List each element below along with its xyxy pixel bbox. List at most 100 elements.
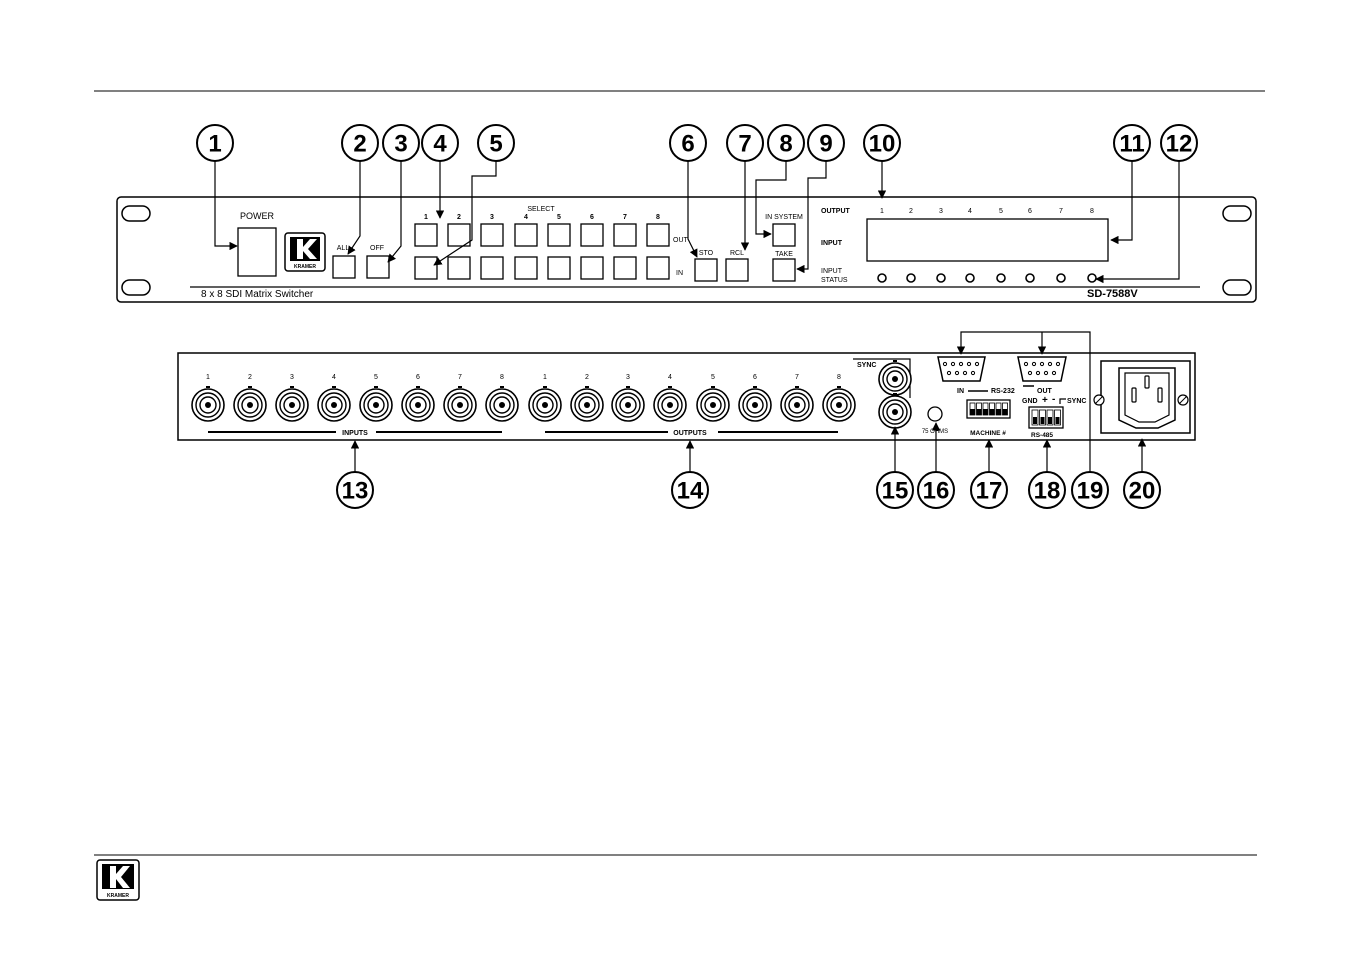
- in-select-button-3[interactable]: [480, 256, 504, 280]
- power-inlet[interactable]: [1093, 360, 1191, 434]
- out-select-button-5[interactable]: [547, 223, 571, 247]
- in-select-button-2[interactable]: [447, 256, 471, 280]
- output-bnc-8[interactable]: [822, 386, 856, 422]
- model-number: SD-7588V: [1087, 288, 1138, 300]
- input-status-led-1: [877, 273, 887, 283]
- out-select-button-6[interactable]: [580, 223, 604, 247]
- sto-button[interactable]: [694, 258, 718, 282]
- rear-output-number-8: 8: [837, 374, 841, 381]
- input-bnc-6[interactable]: [401, 386, 435, 422]
- output-bnc-4[interactable]: [653, 386, 687, 422]
- callout-6: 6: [669, 124, 707, 162]
- input-bnc-3[interactable]: [275, 386, 309, 422]
- rear-input-number-1: 1: [206, 374, 210, 381]
- output-bnc-2[interactable]: [570, 386, 604, 422]
- callout-16: 16: [917, 471, 955, 509]
- callout-13: 13: [336, 471, 374, 509]
- termination-switch[interactable]: [927, 406, 943, 422]
- output-bnc-5[interactable]: [696, 386, 730, 422]
- callout-number-11: 11: [1119, 131, 1144, 158]
- callout-number-6: 6: [681, 131, 694, 158]
- select-number-2: 2: [457, 214, 461, 221]
- minus-label: -: [1052, 394, 1055, 405]
- rs232-in-connector[interactable]: [937, 356, 986, 382]
- select-number-1: 1: [424, 214, 428, 221]
- in-select-button-5[interactable]: [547, 256, 571, 280]
- out-select-button-2[interactable]: [447, 223, 471, 247]
- in-select-button-6[interactable]: [580, 256, 604, 280]
- input-bnc-2[interactable]: [233, 386, 267, 422]
- rs485-terminal-block[interactable]: [1028, 406, 1064, 429]
- rear-input-number-3: 3: [290, 374, 294, 381]
- model-description: 8 x 8 SDI Matrix Switcher: [201, 289, 314, 300]
- in-select-button-1[interactable]: [414, 256, 438, 280]
- take-button[interactable]: [772, 258, 796, 282]
- select-label: SELECT: [527, 206, 555, 213]
- output-label: OUTPUT: [821, 208, 851, 215]
- callout-8: 8: [767, 124, 805, 162]
- input-label: INPUT: [821, 240, 843, 247]
- in-system-button[interactable]: [772, 223, 796, 247]
- rack-hole-front-tl: [121, 205, 151, 222]
- sync-bnc-top[interactable]: [878, 360, 912, 396]
- output-number-4: 4: [968, 208, 972, 215]
- callout-number-5: 5: [489, 131, 502, 158]
- rear-input-number-7: 7: [458, 374, 462, 381]
- input-bnc-8[interactable]: [485, 386, 519, 422]
- off-button[interactable]: [366, 255, 390, 279]
- callout-17: 17: [970, 471, 1008, 509]
- rack-hole-front-tr: [1222, 205, 1252, 222]
- rs232-label: RS-232: [991, 388, 1015, 395]
- rear-output-number-7: 7: [795, 374, 799, 381]
- out-select-button-8[interactable]: [646, 223, 670, 247]
- rear-output-number-4: 4: [668, 374, 672, 381]
- input-bnc-4[interactable]: [317, 386, 351, 422]
- rs232-out-connector[interactable]: [1017, 356, 1067, 382]
- callout-number-8: 8: [779, 131, 792, 158]
- input-status-led-7: [1056, 273, 1066, 283]
- rs485-label: RS-485: [1031, 432, 1053, 439]
- rcl-button[interactable]: [725, 258, 749, 282]
- footer-brand-text: KRAMER: [107, 893, 129, 899]
- callout-number-17: 17: [976, 478, 1003, 505]
- callout-number-2: 2: [353, 131, 366, 158]
- select-number-7: 7: [623, 214, 627, 221]
- in-select-button-4[interactable]: [514, 256, 538, 280]
- in-select-button-7[interactable]: [613, 256, 637, 280]
- callout-number-20: 20: [1129, 478, 1156, 505]
- input-status-led-8: [1087, 273, 1097, 283]
- machine-dip-switch[interactable]: [966, 399, 1011, 419]
- callout-number-13: 13: [342, 478, 369, 505]
- output-number-7: 7: [1059, 208, 1063, 215]
- take-label: TAKE: [775, 251, 793, 258]
- sync-bnc-bottom[interactable]: [878, 393, 912, 429]
- callout-number-1: 1: [208, 131, 221, 158]
- callout-12: 12: [1160, 124, 1198, 162]
- out-select-button-3[interactable]: [480, 223, 504, 247]
- rear-input-number-4: 4: [332, 374, 336, 381]
- callout-7: 7: [726, 124, 764, 162]
- input-bnc-7[interactable]: [443, 386, 477, 422]
- out-select-button-7[interactable]: [613, 223, 637, 247]
- input-status-led-4: [965, 273, 975, 283]
- gnd-label: GND: [1022, 398, 1038, 405]
- rear-input-number-2: 2: [248, 374, 252, 381]
- input-bnc-5[interactable]: [359, 386, 393, 422]
- output-bnc-6[interactable]: [738, 386, 772, 422]
- output-bnc-3[interactable]: [611, 386, 645, 422]
- output-number-8: 8: [1090, 208, 1094, 215]
- out-select-button-1[interactable]: [414, 223, 438, 247]
- out-select-button-4[interactable]: [514, 223, 538, 247]
- in-select-button-8[interactable]: [646, 256, 670, 280]
- power-switch[interactable]: [237, 227, 277, 277]
- outputs-label: OUTPUTS: [673, 430, 707, 437]
- input-bnc-1[interactable]: [191, 386, 225, 422]
- power-label: POWER: [240, 211, 275, 221]
- output-bnc-7[interactable]: [780, 386, 814, 422]
- sync-485-label: SYNC: [1067, 398, 1086, 405]
- all-button[interactable]: [332, 255, 356, 279]
- output-bnc-1[interactable]: [528, 386, 562, 422]
